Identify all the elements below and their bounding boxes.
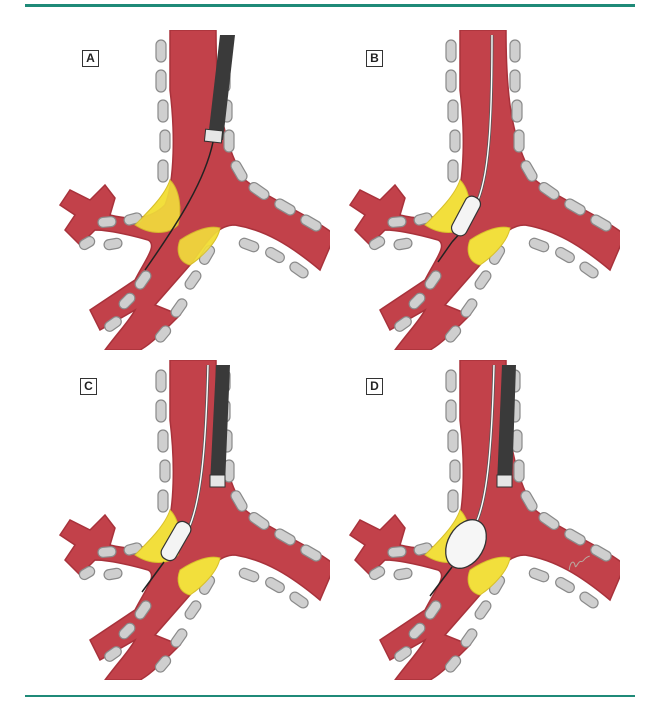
panel-c: C	[30, 360, 330, 680]
bronchoscope-c	[210, 365, 230, 485]
bronchoscope-a	[208, 35, 235, 140]
balloon-b	[450, 195, 482, 237]
panel-label-c: C	[80, 378, 97, 395]
panel-b: B	[320, 30, 620, 350]
top-frame-rule	[25, 4, 635, 7]
guidewire-a	[144, 141, 214, 271]
panel-label-b: B	[366, 50, 383, 67]
balloon-inflated-d	[445, 519, 487, 569]
bottom-frame-rule	[25, 695, 635, 697]
airway-diagram-d	[349, 360, 620, 680]
balloon-c	[160, 520, 192, 562]
airway-diagram-c	[59, 360, 330, 680]
airway-diagram-b	[349, 30, 620, 350]
bronchoscope-d	[497, 365, 516, 485]
panel-label-d: D	[366, 378, 383, 395]
artist-signature	[564, 552, 596, 578]
panel-d: D	[320, 360, 620, 680]
signature-scribble	[568, 555, 590, 571]
panel-label-a: A	[82, 50, 99, 67]
panel-a: A	[30, 30, 330, 350]
airway-diagram-a	[59, 30, 330, 350]
